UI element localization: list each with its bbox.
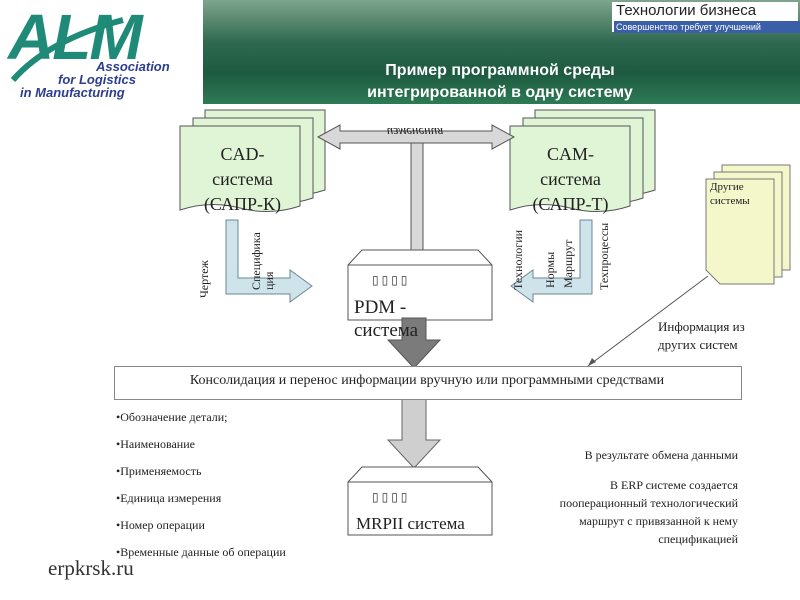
cad-doc-stack-icon <box>179 109 326 212</box>
other-info-label: Информация из других систем <box>658 319 745 352</box>
changes-down-arrow-icon <box>410 142 424 259</box>
cam-line-2: система <box>540 169 601 189</box>
other-systems-label: Другие системы <box>710 181 750 207</box>
footer-site: erpkrsk.ru <box>48 556 134 580</box>
cad-output-spec: Специфика ция <box>249 232 276 290</box>
list-item: •Обозначение детали; <box>116 410 228 424</box>
alm-logo <box>8 2 198 102</box>
page-title: Пример программной среды интегрированной… <box>300 60 700 104</box>
cam-line-3: (САПР-Т) <box>532 194 609 214</box>
cad-output-drawing: Чертеж <box>197 260 211 298</box>
cam-doc-stack-icon <box>509 109 656 212</box>
logo-line-3: in Manufacturing <box>20 85 125 100</box>
result-title: В результате обмена данными <box>584 448 738 462</box>
logo-swoosh-icon <box>10 17 124 82</box>
cad-system-label: CAD- система (САПР-К) <box>185 142 300 217</box>
changes-label: изменения <box>386 125 444 140</box>
result-text: В ERP системе создается пооперационный т… <box>490 476 738 548</box>
pdm-label: PDM - система <box>354 296 418 342</box>
cam-output-route: Маршрут <box>561 239 575 288</box>
mrp-glyphs: ▯▯▯▯ <box>372 490 411 504</box>
cad-output-arrow-icon <box>225 219 313 303</box>
cam-output-process: Техпроцессы <box>597 222 611 290</box>
mrp-label: MRPII система <box>356 514 465 533</box>
logo-line-2: for Logistics <box>58 72 137 87</box>
result-line-1: В ERP системе создается <box>610 478 738 492</box>
consolidation-text: Консолидация и перенос информации вручну… <box>189 373 665 388</box>
list-item: •Временные данные об операции <box>116 545 286 559</box>
title-line-1: Пример программной среды <box>385 62 615 79</box>
cam-system-label: CAM- система (САПР-Т) <box>513 142 628 217</box>
brand-title: Технологии бизнеса <box>616 2 757 19</box>
logo-letters: ALM <box>8 1 143 73</box>
list-item: •Единица измерения <box>116 491 222 505</box>
pdm-line-2: система <box>354 320 419 341</box>
other-systems-doc-icon <box>705 164 791 285</box>
logo-line-1: Association <box>96 59 170 74</box>
pdm-glyphs: ▯▯▯▯ <box>372 273 411 287</box>
result-line-3: маршрут с привязанной к нему <box>579 514 738 528</box>
cam-output-norms: Нормы <box>543 251 557 288</box>
cad-line-3: (САПР-К) <box>203 194 282 214</box>
cad-line-1: CAD- <box>220 144 265 164</box>
list-item: •Применяемость <box>116 464 202 478</box>
cam-output-tech: Технологии <box>511 229 525 290</box>
other-info-connector <box>587 275 709 367</box>
cam-line-1: CAM- <box>546 144 594 164</box>
changes-double-arrow-icon <box>316 124 516 150</box>
result-line-4: спецификацией <box>658 532 738 546</box>
pdm-down-arrow-icon <box>386 317 442 369</box>
cad-line-2: система <box>212 169 273 189</box>
mrp-down-arrow-icon <box>386 398 442 469</box>
pdm-line-1: PDM - <box>354 297 407 318</box>
cam-output-arrow-icon <box>510 219 593 303</box>
brand-slogan: Совершенство требует улучшений <box>614 21 800 33</box>
field-list: •Обозначение детали; •Наименование •Прим… <box>116 404 356 566</box>
title-line-2: интегрированной в одну систему <box>367 84 633 101</box>
result-line-2: пооперационный технологический <box>559 496 738 510</box>
consolidation-box <box>114 366 742 400</box>
list-item: •Наименование <box>116 437 195 451</box>
list-item: •Номер операции <box>116 518 205 532</box>
